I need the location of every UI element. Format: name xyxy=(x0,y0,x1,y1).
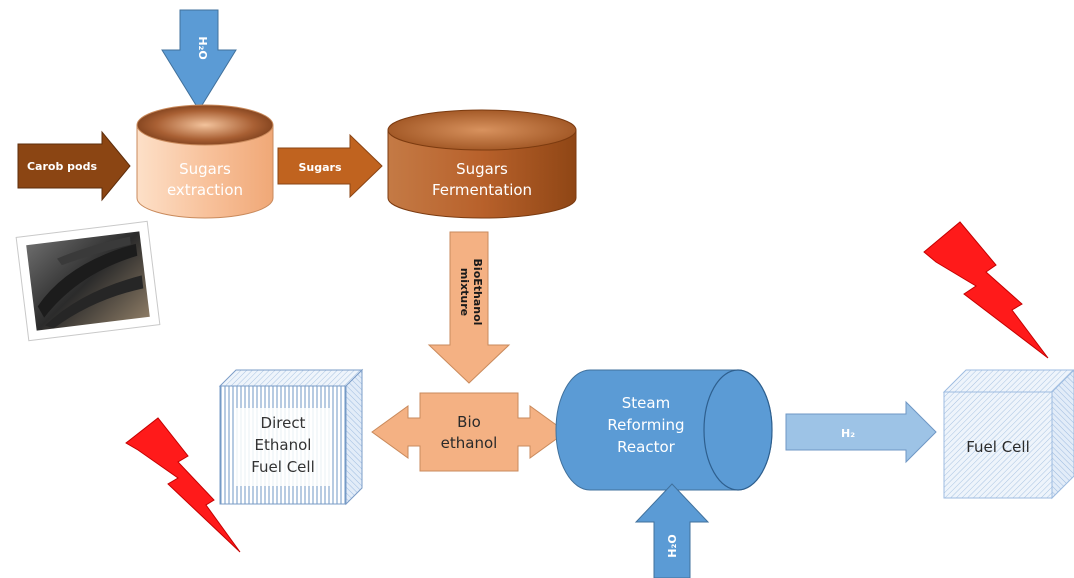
lightning-icon-right xyxy=(923,221,1049,359)
carob-pods-label: Carob pods xyxy=(27,160,97,173)
steam-reforming-label-line1: Steam xyxy=(622,394,670,412)
water-input-arrow-bottom: H₂O xyxy=(634,483,710,578)
carob-pods-arrow: Carob pods xyxy=(17,130,131,202)
bioethanol-label-line2: ethanol xyxy=(441,434,498,452)
carob-pods-photo xyxy=(15,220,161,342)
sugars-arrow-label: Sugars xyxy=(298,161,341,174)
sugars-fermentation-label-line2: Fermentation xyxy=(432,181,532,199)
lightning-icon-left xyxy=(125,417,241,553)
bioethanol-distribution-arrow: Bio ethanol xyxy=(371,392,567,472)
sugars-arrow: Sugars xyxy=(277,133,383,199)
direct-ethanol-label-line3: Fuel Cell xyxy=(251,458,315,476)
bioethanol-mixture-arrow: BioEthanol mixture xyxy=(427,231,511,384)
direct-ethanol-label-line2: Ethanol xyxy=(255,436,312,454)
hydrogen-arrow: H₂ xyxy=(785,400,937,464)
bioethanol-label-line1: Bio xyxy=(457,413,481,431)
sugars-extraction-label-line1: Sugars xyxy=(179,160,231,178)
fuel-cell: Fuel Cell xyxy=(942,369,1074,500)
steam-reforming-label-line2: Reforming xyxy=(607,416,684,434)
sugars-extraction-tank: Sugars extraction xyxy=(136,104,274,219)
sugars-extraction-label-line2: extraction xyxy=(167,181,243,199)
steam-reforming-label-line3: Reactor xyxy=(617,438,675,456)
bioethanol-mixture-label-line1: BioEthanol xyxy=(471,259,484,326)
direct-ethanol-label-line1: Direct xyxy=(261,414,306,432)
fuel-cell-label: Fuel Cell xyxy=(966,438,1030,456)
water-input-label-top: H₂O xyxy=(196,36,209,59)
bioethanol-mixture-label-line2: mixture xyxy=(458,268,471,316)
direct-ethanol-fuel-cell: Direct Ethanol Fuel Cell xyxy=(218,368,364,506)
hydrogen-arrow-label: H₂ xyxy=(841,427,855,440)
sugars-fermentation-label-line1: Sugars xyxy=(456,160,508,178)
steam-reforming-reactor: Steam Reforming Reactor xyxy=(555,369,773,491)
sugars-fermentation-tank: Sugars Fermentation xyxy=(387,109,577,219)
water-input-arrow-top: H₂O xyxy=(161,9,237,111)
water-input-label-bottom: H₂O xyxy=(666,534,679,557)
